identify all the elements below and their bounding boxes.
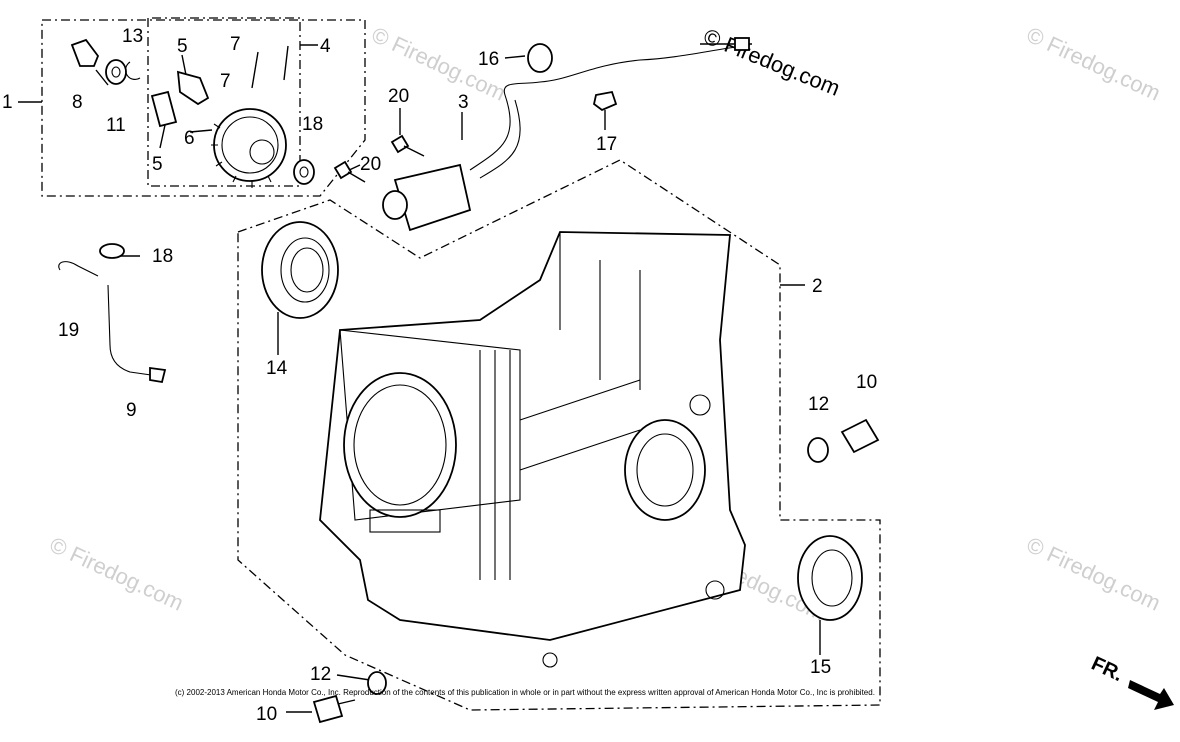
callout-18-top: 18 [302,114,323,135]
part-9-oil-gauge [58,261,167,384]
callout-17: 17 [596,134,617,155]
callout-8: 8 [72,92,83,113]
callout-10-bottom: 10 [256,704,277,725]
leader-lines [18,44,821,713]
part-5-upper [176,70,210,106]
group-4-box [147,17,301,187]
fr-label: FR. [1088,653,1126,687]
callout-6: 6 [184,128,195,149]
part-11-washer [105,59,127,85]
part-5-lower [150,90,178,128]
part-7-pin-a [251,51,259,89]
copyright-notice: (c) 2002-2013 American Honda Motor Co., … [175,688,875,697]
callout-10-right: 10 [856,372,877,393]
callout-11: 11 [106,115,126,136]
callout-20-side: 20 [360,154,381,175]
part-14-bearing [261,221,339,319]
callout-1: 1 [2,92,13,113]
callout-2: 2 [812,276,823,297]
callout-12-right: 12 [808,394,829,415]
drain-plug-right [807,418,880,463]
callout-20-top: 20 [388,86,409,107]
part-2-crankcase [319,231,746,668]
watermark-2: © Firedog.com [1023,22,1165,106]
callout-12-bottom: 12 [310,664,331,685]
watermark-3: © Firedog.com [46,532,188,616]
callout-5-bottom: 5 [152,154,163,175]
part-16-o-ring [527,43,553,73]
callout-3: 3 [458,92,469,113]
bolts-20 [333,134,425,183]
callout-15: 15 [810,657,831,678]
governor-parts [70,38,315,188]
callout-7-top: 7 [230,34,241,55]
callout-4: 4 [320,36,331,57]
part-15-oil-seal [797,535,863,621]
callout-19: 19 [58,320,79,341]
callout-14: 14 [266,358,288,379]
callout-5-top: 5 [177,36,188,57]
callouts: 1 2 3 4 5 5 6 7 7 8 9 10 10 11 12 12 13 … [2,26,877,725]
fr-arrow-icon [1128,680,1174,710]
part-18-washer [293,159,315,185]
watermark-main: © Firedog.com [700,23,843,100]
callout-13: 13 [122,26,143,47]
group-2-box [237,159,881,711]
part-6-gear [211,108,287,188]
part-18-washer-b [99,243,125,259]
front-direction-indicator: FR. [1088,653,1174,710]
part-3-oil-switch [382,37,752,232]
drain-plug-bottom [312,671,387,724]
part-13-clip [125,61,141,80]
part-8-sensor [70,38,100,67]
callout-16: 16 [478,49,499,70]
part-7-pin-b [283,45,289,81]
callout-18-left: 18 [152,246,173,267]
callout-9: 9 [126,400,137,421]
part-17-nut [592,90,618,112]
watermark-6: © Firedog.com [1023,532,1165,616]
callout-7-mid: 7 [220,71,231,92]
